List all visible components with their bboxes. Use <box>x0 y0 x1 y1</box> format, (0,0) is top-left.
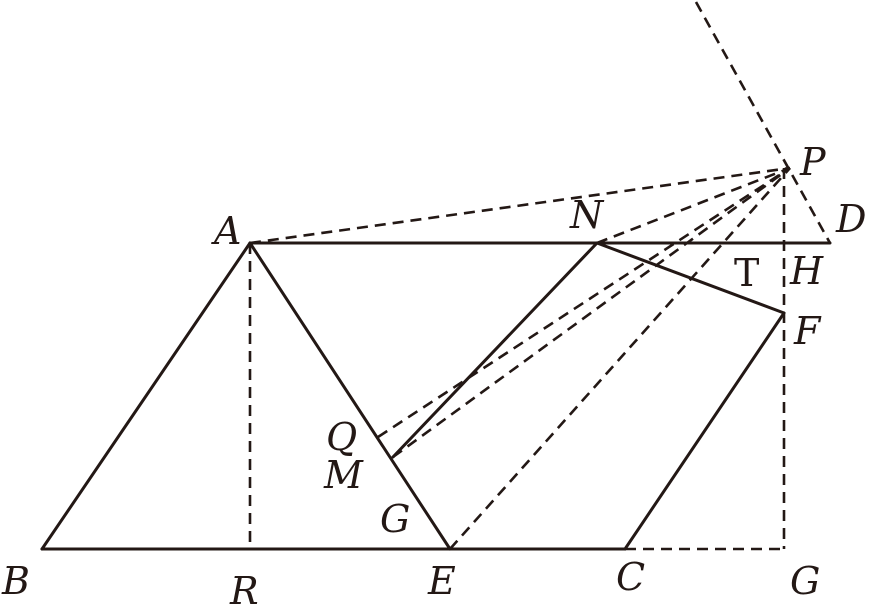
label-b: B <box>1 559 30 603</box>
label-t: T <box>734 251 759 295</box>
segment-ae <box>248 241 452 551</box>
dash-extension-top <box>694 1 832 244</box>
dash-mp <box>392 166 791 459</box>
label-r: R <box>229 569 259 608</box>
label-f: F <box>793 309 822 353</box>
label-c: C <box>616 555 645 599</box>
point-labels: A B C D E F G G H M N P Q R T <box>1 140 866 608</box>
dash-np <box>596 166 791 245</box>
label-e: E <box>427 559 456 603</box>
label-p: P <box>799 140 827 184</box>
label-m: M <box>323 453 364 497</box>
label-g-side: G <box>380 497 410 541</box>
label-d: D <box>835 197 866 241</box>
dash-qp <box>377 166 791 439</box>
label-n: N <box>569 193 605 237</box>
solid-lines <box>40 241 832 551</box>
segment-cf <box>623 311 786 551</box>
dashed-lines <box>248 1 832 551</box>
segment-nm <box>391 241 599 459</box>
dash-ep <box>449 167 791 550</box>
label-a: A <box>211 209 241 253</box>
side-ba <box>40 241 252 551</box>
dash-ap <box>249 166 791 245</box>
label-h: H <box>789 249 824 293</box>
label-g-bottom: G <box>790 559 820 603</box>
label-q: Q <box>326 415 357 459</box>
